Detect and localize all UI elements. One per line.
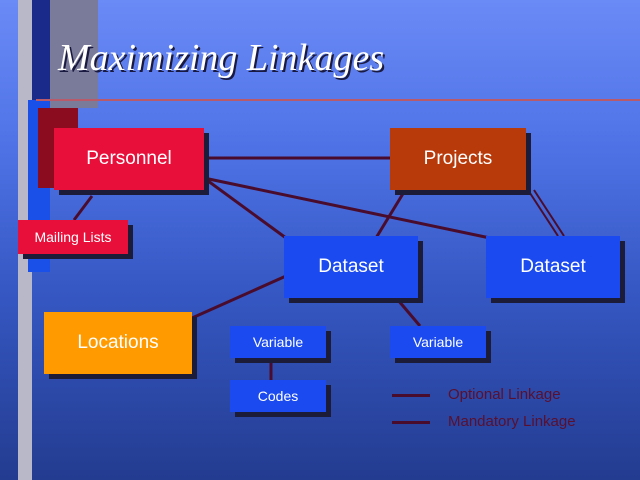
legend-optional-line: [392, 394, 430, 397]
legend-mandatory-label: Mandatory Linkage: [448, 413, 576, 430]
link-projects-dataset2-a: [527, 189, 559, 237]
slide-title: Maximizing Linkages: [58, 37, 385, 79]
link-personnel-dataset2: [203, 176, 491, 240]
link-personnel-dataset1: [203, 176, 287, 240]
legend-optional-label: Optional Linkage: [448, 386, 561, 403]
node-dataset-2: Dataset: [486, 236, 620, 298]
link-locations-dataset1: [191, 274, 287, 320]
node-mailing-lists: Mailing Lists: [18, 220, 128, 254]
link-personnel-mailinglists: [72, 195, 94, 221]
link-projects-dataset2-b: [533, 189, 565, 237]
link-dataset1-variable2: [396, 299, 422, 327]
node-locations: Locations: [44, 312, 192, 374]
node-codes: Codes: [230, 380, 326, 412]
node-projects: Projects: [390, 128, 526, 190]
node-dataset-1: Dataset: [284, 236, 418, 298]
node-variable-2: Variable: [390, 326, 486, 358]
legend-mandatory-line: [392, 421, 430, 424]
deco-bar-gray: [50, 0, 98, 108]
node-variable-1: Variable: [230, 326, 326, 358]
link-projects-dataset1: [374, 191, 406, 239]
title-rule: [36, 99, 640, 101]
node-personnel: Personnel: [54, 128, 204, 190]
